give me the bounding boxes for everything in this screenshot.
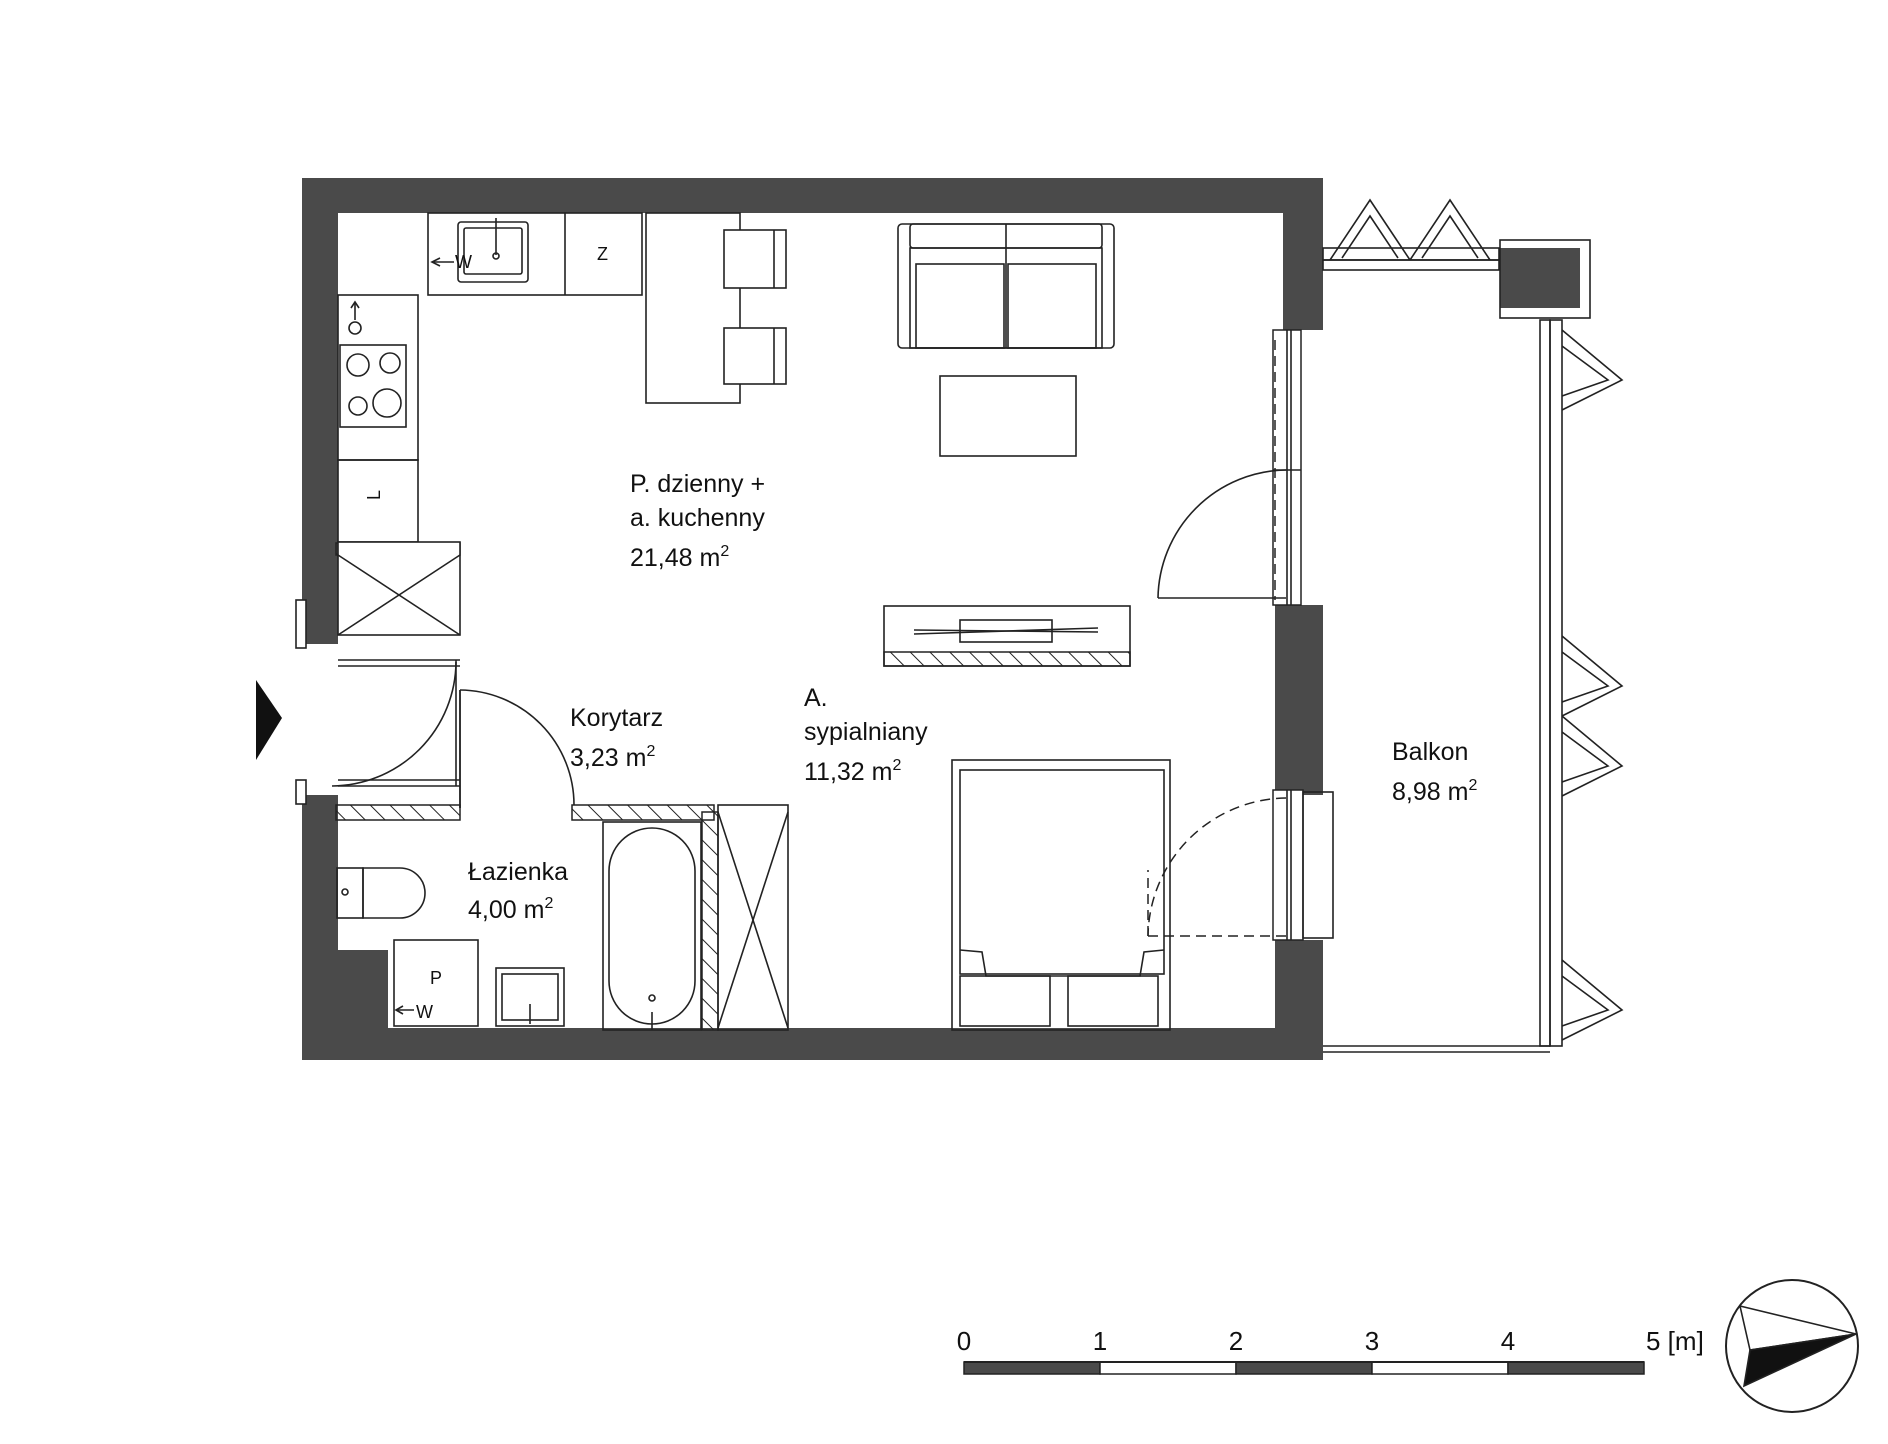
sleeping-area: 11,32 m2	[804, 757, 901, 786]
corridor-area: 3,23 m2	[570, 743, 655, 772]
fridge-label: Z	[597, 244, 608, 264]
balcony-door-sleeping	[1147, 789, 1334, 941]
compass-icon	[1725, 1279, 1859, 1413]
coffee-table	[939, 375, 1077, 457]
entrance-arrow-icon	[256, 680, 282, 760]
scale-tick-5: 5 [m]	[1646, 1326, 1704, 1356]
living-name-line-1: P. dzienny +	[630, 470, 765, 498]
room-label-corridor: Korytarz 3,23 m2	[570, 704, 663, 772]
sleeping-name-line-2: sypialniany	[804, 718, 928, 746]
bathroom-name: Łazienka	[468, 858, 568, 886]
kitchen: W Z L	[337, 212, 643, 636]
bath-water-label: W	[416, 1002, 433, 1022]
balcony	[1322, 198, 1624, 1053]
corridor-name: Korytarz	[570, 704, 663, 732]
scale-bar: 0 1 2 3 4 5 [m]	[957, 1326, 1704, 1375]
bathroom-area: 4,00 m2	[468, 895, 553, 924]
room-label-balcony: Balkon 8,98 m2	[1392, 738, 1477, 806]
living-name-line-2: a. kuchenny	[630, 504, 765, 532]
living-area: 21,48 m2	[630, 543, 729, 572]
sleeping-name-line-1: A.	[804, 684, 828, 712]
room-label-living: P. dzienny + a. kuchenny 21,48 m2	[630, 470, 765, 572]
scale-tick-3: 3	[1365, 1326, 1379, 1356]
balcony-door-living	[1157, 329, 1302, 606]
l-cabinet-label: L	[364, 490, 384, 500]
scale-tick-0: 0	[957, 1326, 971, 1356]
scale-tick-1: 1	[1093, 1326, 1107, 1356]
bathroom-fixtures: P W	[336, 804, 789, 1031]
room-label-sleeping: A. sypialniany 11,32 m2	[804, 684, 928, 786]
kitchen-water-label: W	[455, 252, 472, 272]
dining-counter	[645, 212, 787, 404]
room-label-bathroom: Łazienka 4,00 m2	[468, 858, 568, 924]
balcony-name: Balkon	[1392, 738, 1468, 766]
washer-label: P	[430, 968, 442, 988]
tv-unit	[883, 605, 1131, 667]
corridor-door	[459, 689, 575, 808]
scale-tick-2: 2	[1229, 1326, 1243, 1356]
scale-tick-4: 4	[1501, 1326, 1515, 1356]
balcony-area: 8,98 m2	[1392, 777, 1477, 806]
bed	[951, 759, 1171, 1031]
entrance-door	[256, 599, 460, 805]
walls	[302, 178, 1580, 1060]
sofa	[897, 223, 1115, 349]
